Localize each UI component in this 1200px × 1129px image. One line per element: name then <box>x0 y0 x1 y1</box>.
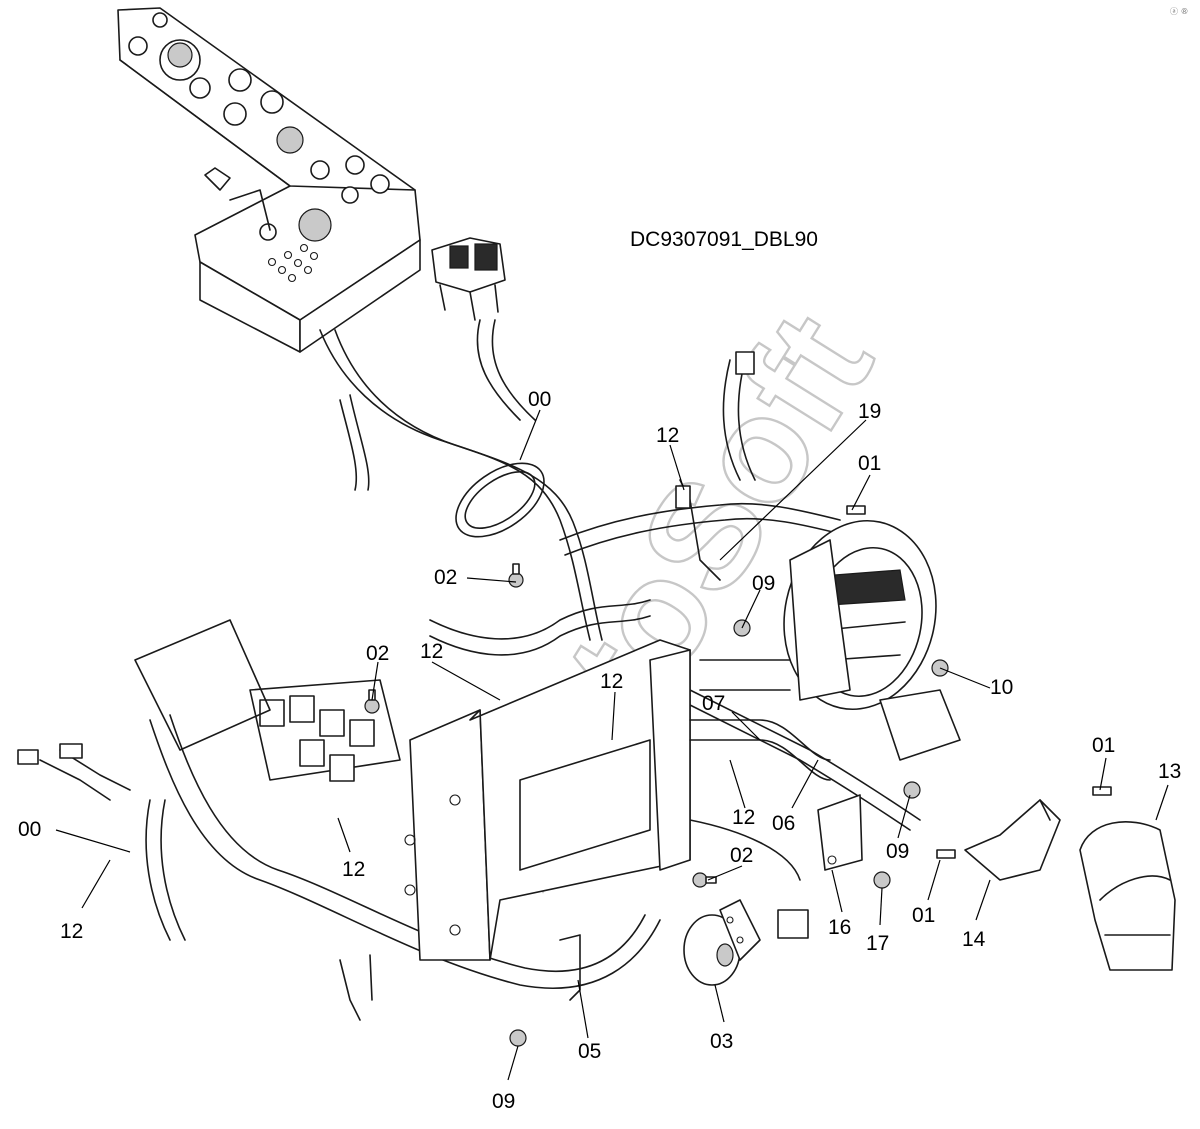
callout-12-top: 12 <box>656 424 679 447</box>
callout-12-tube: 12 <box>732 806 755 829</box>
leader-lines <box>55 409 1169 1081</box>
callout-06: 06 <box>772 812 795 835</box>
callout-19: 19 <box>858 400 881 423</box>
callout-16: 16 <box>828 916 851 939</box>
wire-harness <box>17 319 921 1021</box>
drawing-code: DC9307091_DBL90 <box>630 228 818 251</box>
headlamp-assembly <box>699 519 961 761</box>
callout-09-right: 09 <box>886 840 909 863</box>
callout-02-relay: 02 <box>366 642 389 665</box>
frame-bracket <box>404 639 831 1001</box>
bracket-16 <box>817 794 863 871</box>
callout-01-lamp: 01 <box>858 452 881 475</box>
callout-00-left: 00 <box>18 818 41 841</box>
callout-13: 13 <box>1158 760 1181 783</box>
relay-block <box>134 619 401 782</box>
callout-labels: 00 00 01 01 01 02 02 02 03 05 06 07 09 0… <box>18 388 1181 1113</box>
callout-17: 17 <box>866 932 889 955</box>
callout-05: 05 <box>578 1040 601 1063</box>
callout-02-horn: 02 <box>730 844 753 867</box>
horn <box>683 899 761 986</box>
callout-01-side: 01 <box>1092 734 1115 757</box>
callout-01-bottom: 01 <box>912 904 935 927</box>
callout-12-frame: 12 <box>600 670 623 693</box>
callout-09-bottom: 09 <box>492 1090 515 1113</box>
callout-02-center: 02 <box>434 566 457 589</box>
rocker-switches <box>431 237 506 321</box>
corner-tag: ⓐ ® <box>1170 7 1189 16</box>
control-panel <box>117 7 421 353</box>
callout-07: 07 <box>702 692 725 715</box>
bolts <box>364 505 1112 1047</box>
callout-10: 10 <box>990 676 1013 699</box>
callout-00-top: 00 <box>528 388 551 411</box>
callout-03: 03 <box>710 1030 733 1053</box>
callout-12-relay: 12 <box>420 640 443 663</box>
callout-12-lower: 12 <box>342 858 365 881</box>
callout-14: 14 <box>962 928 986 951</box>
callout-09-lamp: 09 <box>752 572 775 595</box>
side-lamp <box>964 799 1176 971</box>
callout-12-left: 12 <box>60 920 83 943</box>
